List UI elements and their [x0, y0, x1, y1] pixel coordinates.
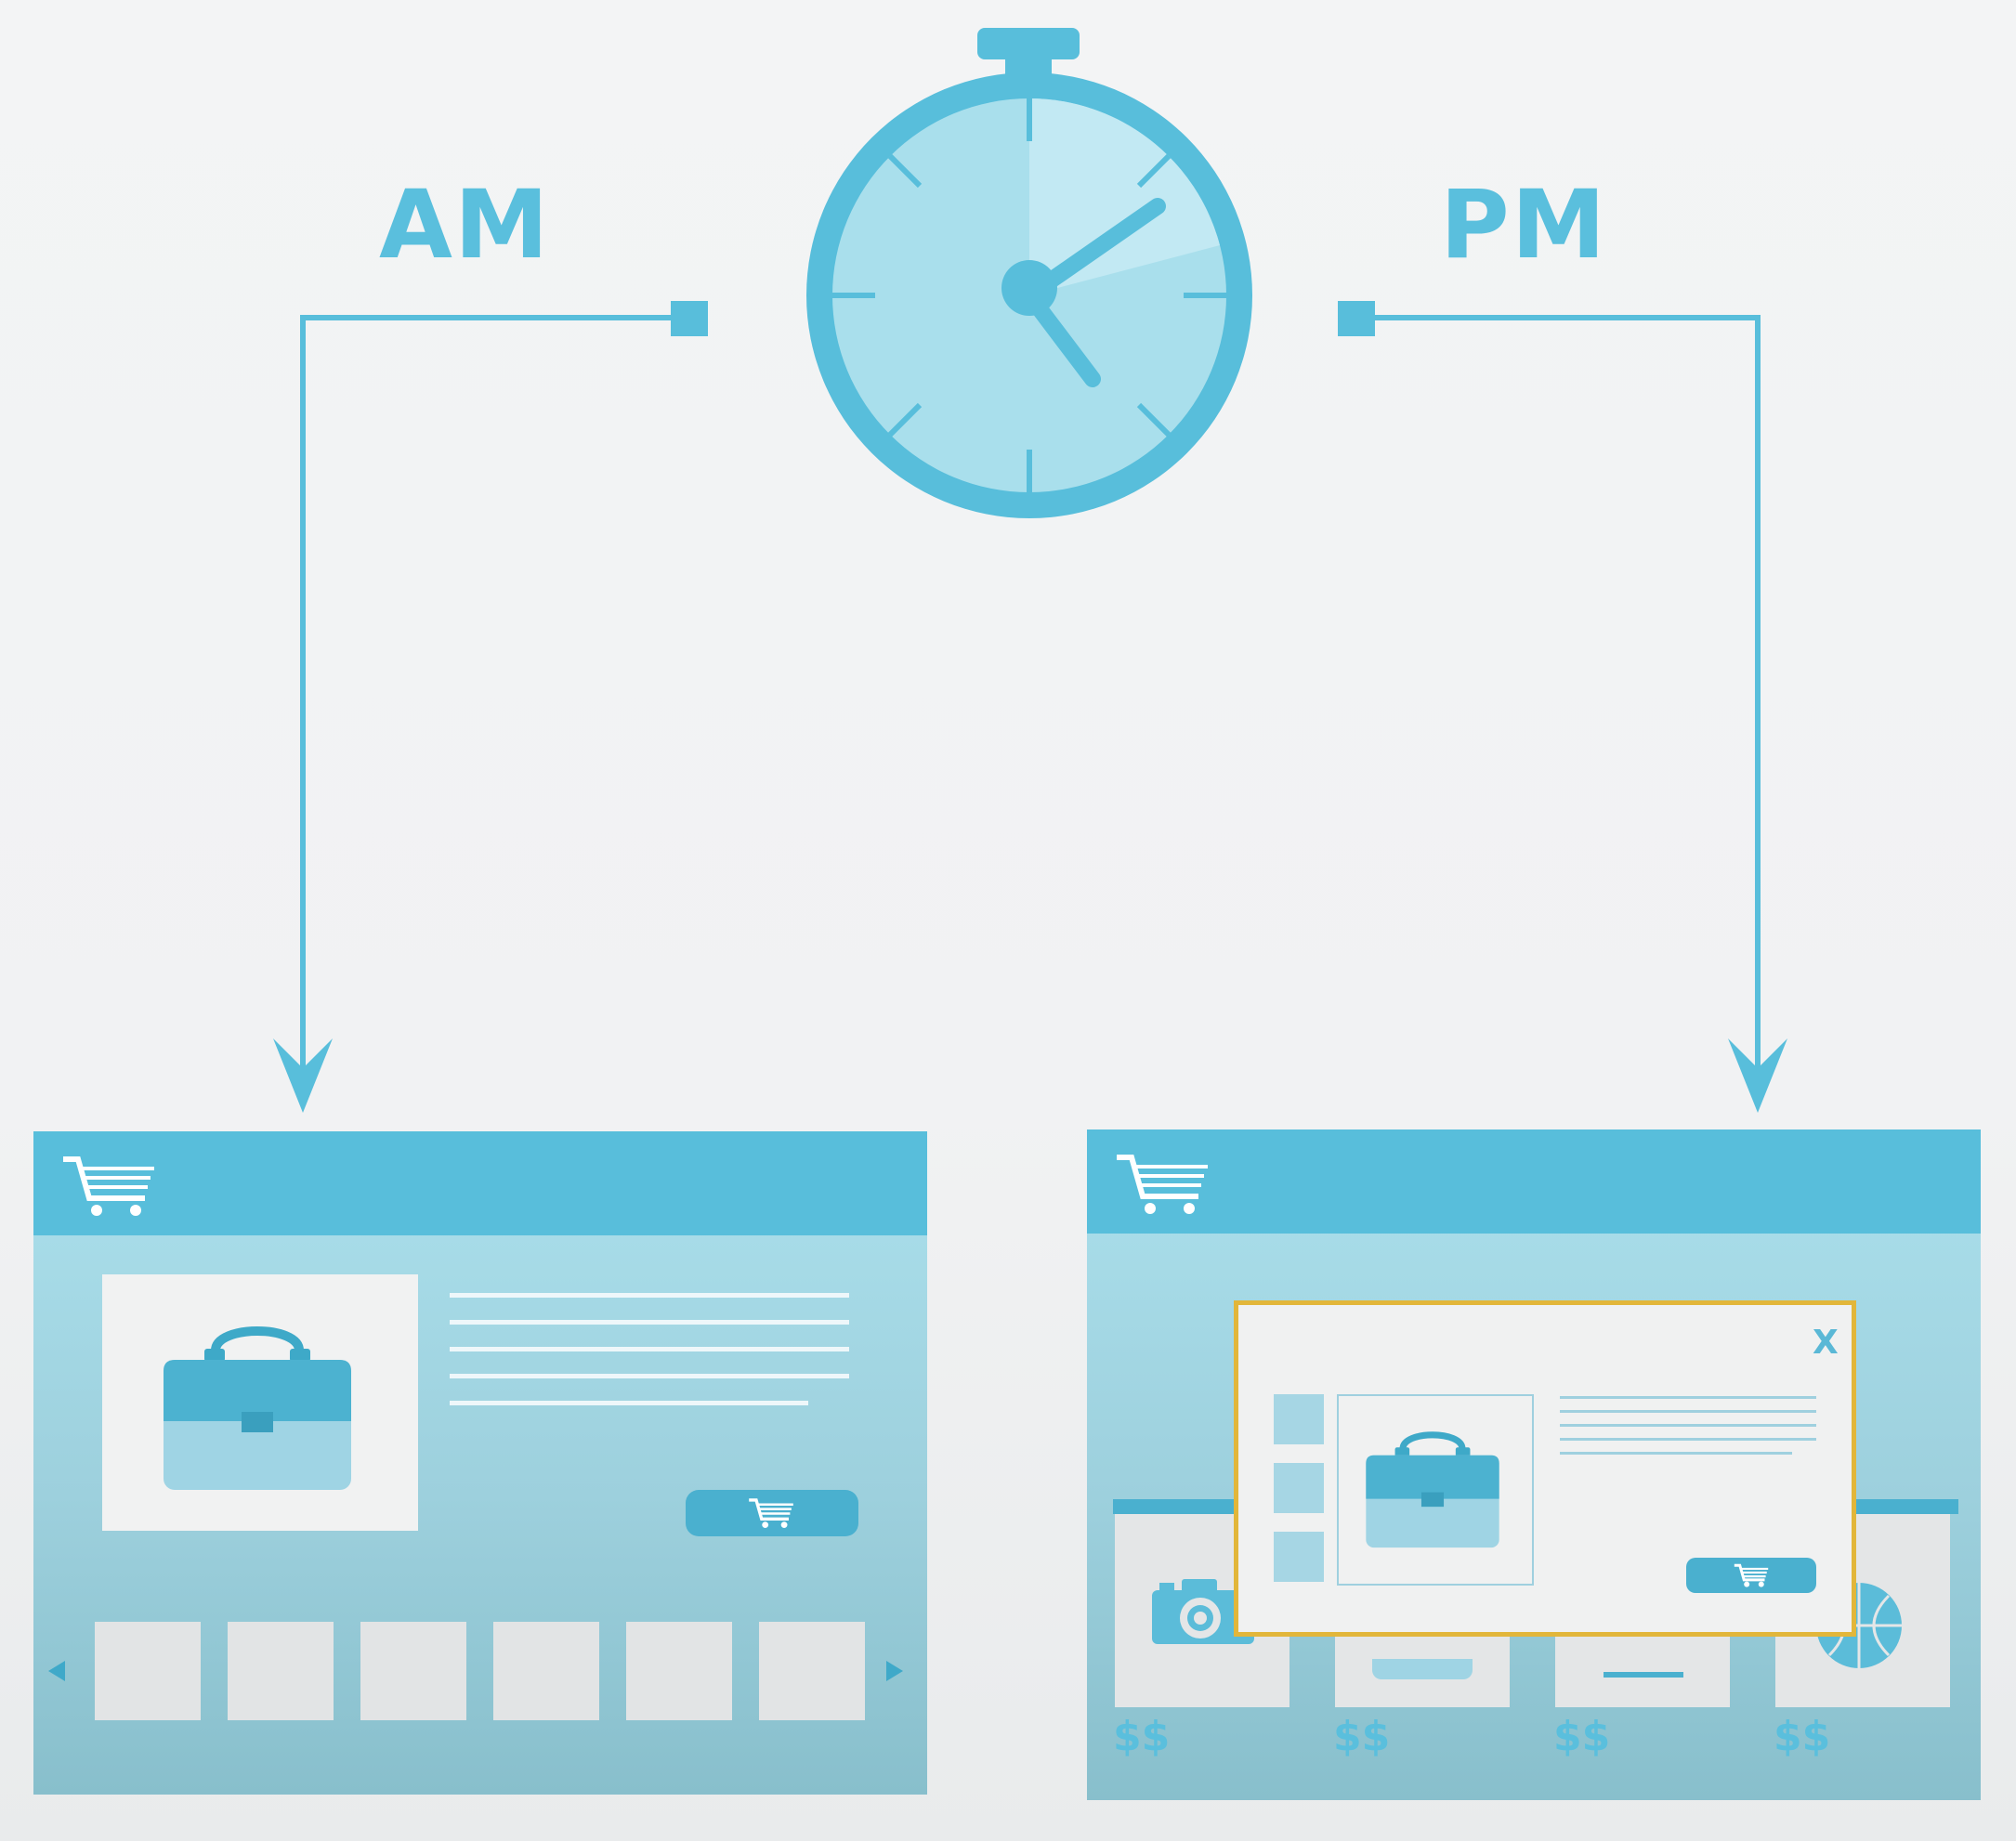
- briefcase-icon: [164, 1326, 351, 1490]
- quick-view-popup: X: [1234, 1300, 1856, 1637]
- product-price: $$: [1774, 1713, 1831, 1760]
- am-product-page: [33, 1131, 927, 1795]
- product-price: $$: [1553, 1713, 1611, 1760]
- pm-label: PM: [1440, 170, 1608, 281]
- am-connector: [273, 301, 708, 1113]
- stopwatch-icon: [806, 28, 1252, 518]
- carousel-thumbnail[interactable]: [626, 1622, 732, 1720]
- add-to-cart-button[interactable]: [686, 1490, 858, 1536]
- briefcase-icon: [1366, 1431, 1499, 1548]
- close-button[interactable]: X: [1813, 1324, 1839, 1362]
- shopping-cart-icon: [1117, 1155, 1208, 1214]
- shopping-cart-icon: [749, 1498, 793, 1529]
- product-image[interactable]: [102, 1274, 418, 1531]
- page-header: [33, 1131, 927, 1235]
- add-to-cart-button[interactable]: [1686, 1558, 1816, 1593]
- product-card-image: [1604, 1672, 1683, 1678]
- product-card-image: [1372, 1659, 1473, 1679]
- gallery-thumbnail[interactable]: [1274, 1394, 1324, 1444]
- pm-product-page: $$ $$ $$ $$ X: [1087, 1129, 1981, 1800]
- pm-connector: [1338, 301, 1787, 1113]
- popup-description: [1560, 1396, 1816, 1470]
- carousel-thumbnail[interactable]: [759, 1622, 865, 1720]
- product-description: [450, 1293, 849, 1414]
- carousel-thumbnail[interactable]: [95, 1622, 201, 1720]
- gallery-thumbnail[interactable]: [1274, 1532, 1324, 1582]
- product-price: $$: [1113, 1713, 1171, 1760]
- carousel-thumbnail[interactable]: [493, 1622, 599, 1720]
- camera-icon: [1152, 1579, 1254, 1644]
- carousel-thumbnail[interactable]: [228, 1622, 334, 1720]
- am-label: AM: [379, 170, 551, 281]
- carousel-thumbnail[interactable]: [360, 1622, 466, 1720]
- shopping-cart-icon: [1734, 1563, 1769, 1587]
- gallery-thumbnail[interactable]: [1274, 1463, 1324, 1513]
- pm-arrow-head: [1728, 1038, 1787, 1113]
- shopping-cart-icon: [63, 1156, 154, 1216]
- product-price: $$: [1333, 1713, 1391, 1760]
- popup-product-image[interactable]: [1337, 1394, 1534, 1586]
- am-arrow-head: [273, 1038, 333, 1113]
- triangle-left-icon[interactable]: [48, 1661, 65, 1681]
- page-header: [1087, 1129, 1981, 1234]
- triangle-right-icon[interactable]: [886, 1661, 903, 1681]
